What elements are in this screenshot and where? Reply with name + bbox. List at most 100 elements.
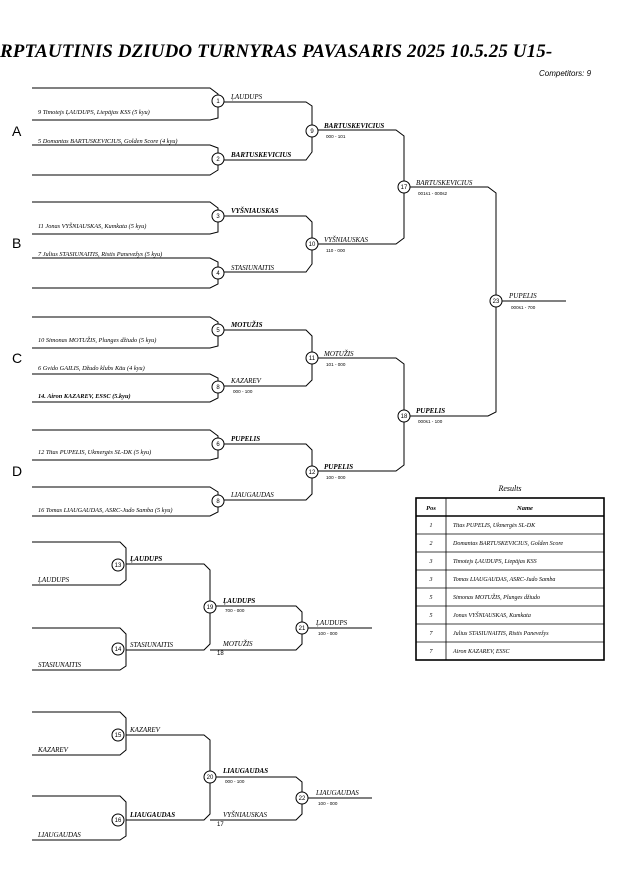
match-number: 8 — [216, 385, 220, 391]
athlete-entry: 10 Simonas MOTUŽIS, Plunges džiudo (5 ky… — [38, 336, 156, 344]
match-winner-label: STASIUNAITIS — [130, 641, 174, 649]
match-number: 2 — [216, 157, 220, 163]
match-number-badge: 8 — [211, 494, 225, 508]
match-number-badge: 1 — [211, 94, 225, 108]
repechage-entry: VYŠNIAUSKAS — [223, 811, 267, 819]
results-name: Domantas BARTUSKEVICIUS, Golden Score — [452, 541, 563, 547]
tournament-title: RPTAUTINIS DZIUDO TURNYRAS PAVASARIS 202… — [0, 41, 553, 62]
results-header-name: Name — [516, 505, 533, 512]
results-name: Simonas MOTUŽIS, Plunges džiudo — [453, 593, 540, 601]
results-name: Jonas VYŠNIAUSKAS, Kumkata — [453, 611, 531, 619]
athlete-entry: 7 Julius STASIUNAITIS, Ristis Panevežys … — [38, 251, 162, 258]
results-table-frame — [415, 497, 605, 661]
match-winner-label: LIAUGAUDAS — [315, 789, 359, 797]
results-name: Airon KAZAREV, ESSC — [452, 649, 511, 655]
match-number: 1 — [216, 99, 220, 105]
match-number-badge: 21 — [295, 621, 309, 635]
pool-label-d: D — [12, 463, 22, 479]
results-pos: 5 — [430, 613, 433, 619]
athlete-entry: 6 Gvido GAILIS, Džudo klubs Kāu (4 kyu) — [38, 365, 145, 372]
match-number-badge: 8 — [211, 380, 225, 394]
match-number-badge: 6 — [211, 437, 225, 451]
pool-label-a: A — [12, 123, 22, 139]
match-number: 8 — [216, 499, 220, 505]
match-score: 110 - 000 — [326, 248, 346, 253]
match-winner-label: ĻAUDUPS — [222, 597, 255, 605]
match-number-badge: 13 — [111, 558, 125, 572]
repechage-entry: KAZAREV — [37, 746, 69, 754]
competitors-count: Competitors: 9 — [539, 69, 592, 78]
match-winner-label: PUPELIS — [231, 435, 260, 443]
match-score: 100 - 000 — [326, 475, 346, 480]
results-pos: 5 — [430, 595, 433, 601]
repechage-entry: ĻAUDUPS — [37, 576, 70, 584]
results-pos: 3 — [429, 577, 433, 583]
match-number: 16 — [115, 818, 122, 824]
athlete-entry: 16 Tomas LIAUGAUDAS, ASRC-Judo Samba (5 … — [38, 507, 173, 514]
match-score: 000 - 100 — [225, 779, 245, 784]
match-number-badge: 18 — [397, 409, 411, 423]
results-pos: 7 — [430, 649, 434, 655]
match-number: 10 — [309, 242, 316, 248]
athlete-entry: 5 Domantas BARTUSKEVICIUS, Golden Score … — [38, 138, 178, 145]
match-number-badge: 22 — [295, 791, 309, 805]
results-header-pos: Pos — [426, 505, 436, 512]
match-winner-label: MOTUŽIS — [323, 350, 354, 358]
athlete-entry: 9 Timotejs ĻAUDUPS, Liepājas KSS (5 kyu) — [38, 109, 150, 116]
match-winner-label: LIAUGAUDAS — [129, 811, 175, 819]
match-number-badge: 2 — [211, 152, 225, 166]
pool-label-c: C — [12, 350, 22, 366]
match-number: 23 — [493, 299, 500, 305]
match-number: 11 — [309, 356, 316, 362]
match-winner-label: KAZAREV — [129, 726, 161, 734]
match-number: 17 — [401, 185, 408, 191]
match-number: 19 — [207, 605, 214, 611]
match-winner-label: BARTUSKEVICIUS — [230, 151, 291, 159]
source-match-ref: 18 — [217, 651, 224, 657]
match-winner-label: MOTUŽIS — [230, 321, 263, 329]
match-number-badge: 20 — [203, 770, 217, 784]
match-number: 12 — [309, 470, 316, 476]
athlete-entry: 14. Airon KAZAREV, ESSC (5.kyu) — [38, 393, 131, 400]
match-winner-label: BARTUSKEVICIUS — [416, 179, 473, 187]
match-number-badge: 3 — [211, 209, 225, 223]
match-winner-label: STASIUNAITIS — [231, 264, 275, 272]
match-number: 22 — [299, 796, 306, 802]
match-winner-label: LIAUGAUDAS — [230, 491, 274, 499]
match-winner-label: PUPELIS — [416, 407, 445, 415]
results-name: Tomas LIAUGAUDAS, ASRC-Judo Samba — [453, 577, 555, 583]
athlete-entry: 11 Jonas VYŠNIAUSKAS, Kumkata (5 kyu) — [38, 222, 146, 230]
results-name: Julius STASIUNAITIS, Ristis Panevežys — [453, 631, 549, 637]
match-winner-label: KAZAREV — [230, 377, 262, 385]
match-number-badge: 5 — [211, 323, 225, 337]
results-pos: 7 — [430, 631, 434, 637]
repechage-entry: STASIUNAITIS — [38, 661, 82, 669]
repechage-entry: MOTUŽIS — [222, 640, 253, 648]
results-name: Timotejs ĻAUDUPS, Liepājas KSS — [453, 559, 537, 565]
match-number-badge: 14 — [111, 642, 125, 656]
match-score: 000s1 - 700 — [511, 305, 536, 310]
match-number: 6 — [216, 442, 220, 448]
match-number-badge: 10 — [305, 237, 319, 251]
match-number: 13 — [115, 563, 122, 569]
results-title: Results — [497, 484, 521, 493]
match-number: 3 — [216, 214, 220, 220]
match-number: 15 — [115, 733, 122, 739]
match-score: 001s1 - 000s2 — [418, 191, 448, 196]
pool-label-b: B — [12, 235, 21, 251]
match-number-badge: 4 — [211, 266, 225, 280]
match-number-badge: 12 — [305, 465, 319, 479]
match-winner-label: VYŠNIAUSKAS — [231, 207, 279, 215]
match-number-badge: 15 — [111, 728, 125, 742]
match-winner-label: ĻAUDUPS — [230, 93, 263, 101]
results-pos: 3 — [429, 559, 433, 565]
repechage-entry: LIAUGAUDAS — [37, 831, 81, 839]
match-winner-label: PUPELIS — [324, 463, 353, 471]
match-score: 101 - 000 — [326, 362, 346, 367]
results-pos: 1 — [430, 523, 433, 529]
match-winner-label: LIAUGAUDAS — [222, 767, 268, 775]
match-number: 5 — [216, 328, 220, 334]
